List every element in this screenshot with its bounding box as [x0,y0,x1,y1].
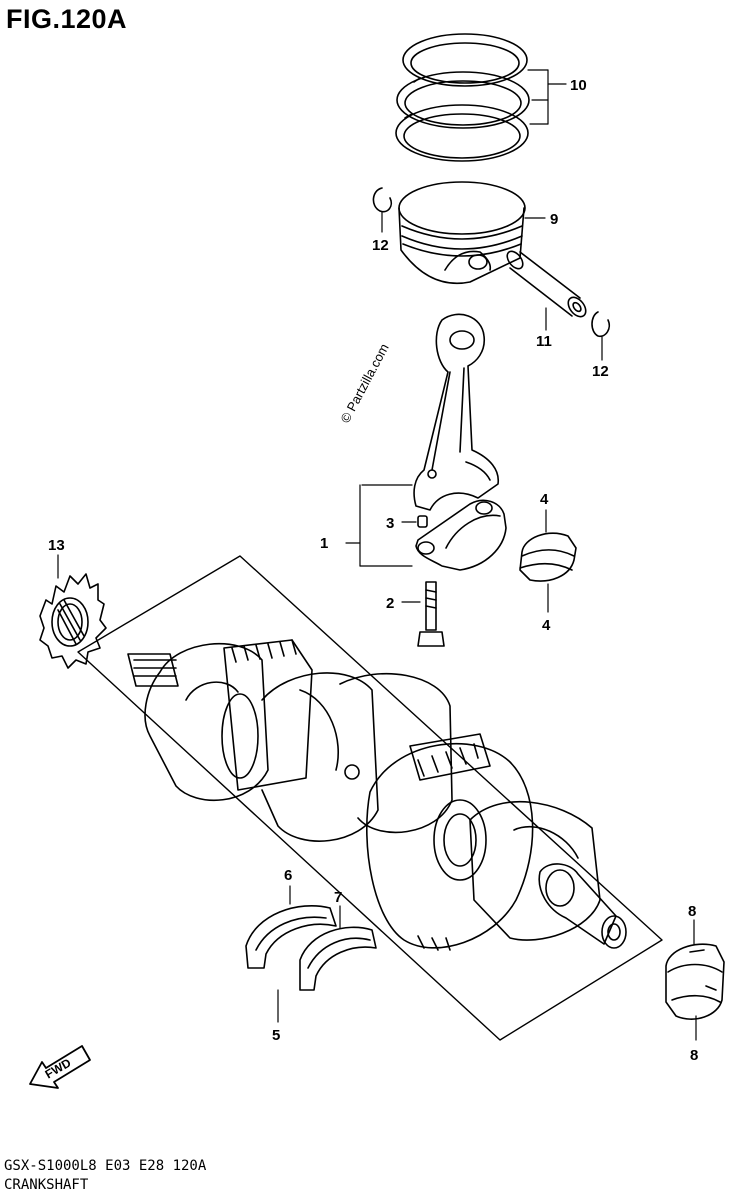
crankshaft-group-box [77,555,663,1041]
callout-6[interactable]: 6 [284,867,292,884]
callout-12a[interactable]: 12 [372,237,389,254]
callout-4a[interactable]: 4 [540,491,549,508]
callout-4-leaders [545,509,549,613]
callout-8b[interactable]: 8 [690,1047,698,1064]
circlip-left[interactable] [372,187,393,213]
fwd-arrow-icon: FWD [29,1045,91,1089]
diagram-name: CRANKSHAFT [4,1177,89,1193]
callout-5[interactable]: 5 [272,1027,280,1044]
crankshaft[interactable] [127,639,627,951]
piston[interactable] [398,181,526,285]
watermark: © Partzilla.com [337,341,391,425]
dowel-pin[interactable] [417,515,428,528]
callout-1-leader [345,484,413,567]
conrod-bolt[interactable] [417,581,445,647]
fwd-label: FWD [43,1055,74,1081]
callout-8-leaders [693,919,697,1041]
diagram-code: GSX-S1000L8 E03 E28 120A [4,1158,207,1174]
callout-4b[interactable]: 4 [542,617,551,634]
callout-10-leader [527,69,567,125]
callout-3[interactable]: 3 [386,515,394,532]
thrust-bearing-6[interactable] [245,904,337,969]
callout-1[interactable]: 1 [320,535,328,552]
callout-9[interactable]: 9 [550,211,558,228]
callout-7[interactable]: 7 [334,889,342,906]
connecting-rod[interactable] [413,313,507,571]
callout-13[interactable]: 13 [48,537,65,554]
callout-numbers: 10 9 12 11 12 4 3 1 13 2 4 6 7 8 5 8 [48,77,698,1064]
circlip-right[interactable] [591,311,611,338]
callout-8a[interactable]: 8 [688,903,696,920]
crank-sprocket[interactable] [39,573,107,669]
piston-pin[interactable] [504,248,589,320]
thrust-bearing-7[interactable] [299,926,377,991]
conrod-bearing[interactable] [519,532,577,582]
callout-12b[interactable]: 12 [592,363,609,380]
callout-11[interactable]: 11 [536,333,552,350]
callout-10[interactable]: 10 [570,77,587,94]
callout-2[interactable]: 2 [386,595,394,612]
crankshaft-main-bearing[interactable] [665,943,725,1020]
figure-title: FIG.120A [6,4,128,34]
piston-ring-set[interactable] [395,33,530,162]
